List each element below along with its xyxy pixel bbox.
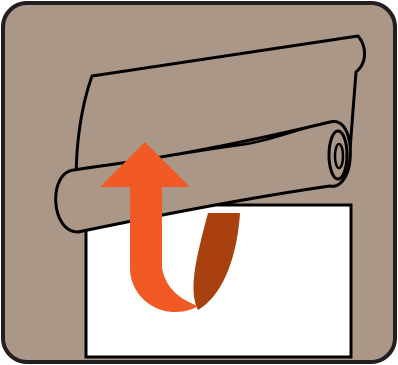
shade-roll-core [335,144,343,168]
